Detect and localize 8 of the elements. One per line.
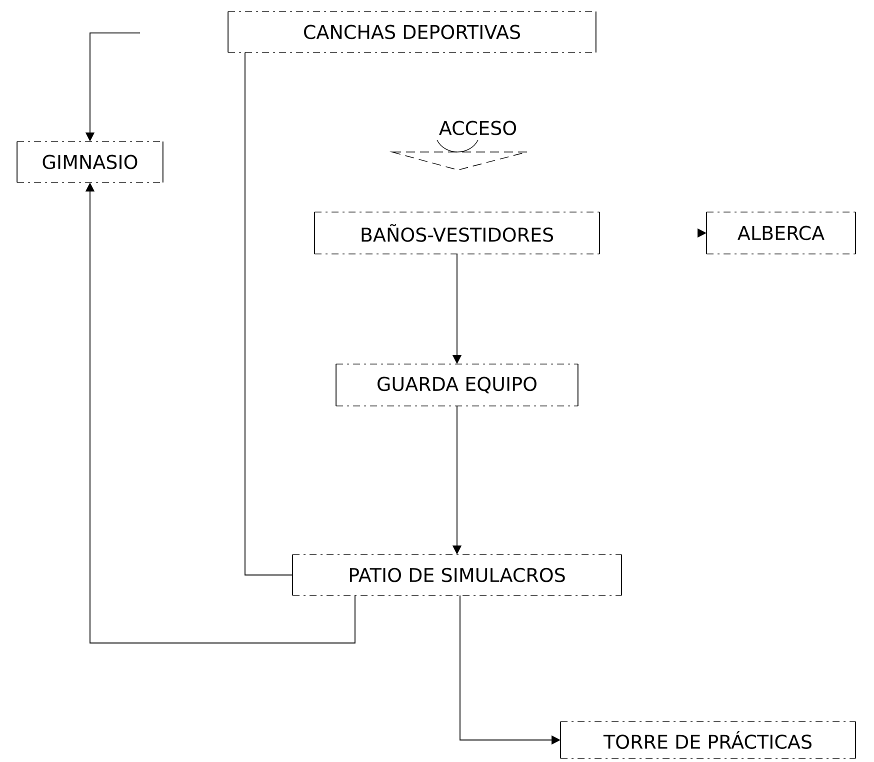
process-box: TORRE DE PRÁCTICAS [560,721,856,759]
process-box: CANCHAS DEPORTIVAS [228,11,596,53]
process-box: ALBERCA [706,212,856,254]
node-label: ACCESO [439,120,516,136]
process-box: PATIO DE SIMULACROS [292,554,622,596]
process-box: GUARDA EQUIPO [336,364,578,406]
process-box: BAÑOS-VESTIDORES [314,212,600,254]
process-box: GIMNASIO [16,141,164,183]
